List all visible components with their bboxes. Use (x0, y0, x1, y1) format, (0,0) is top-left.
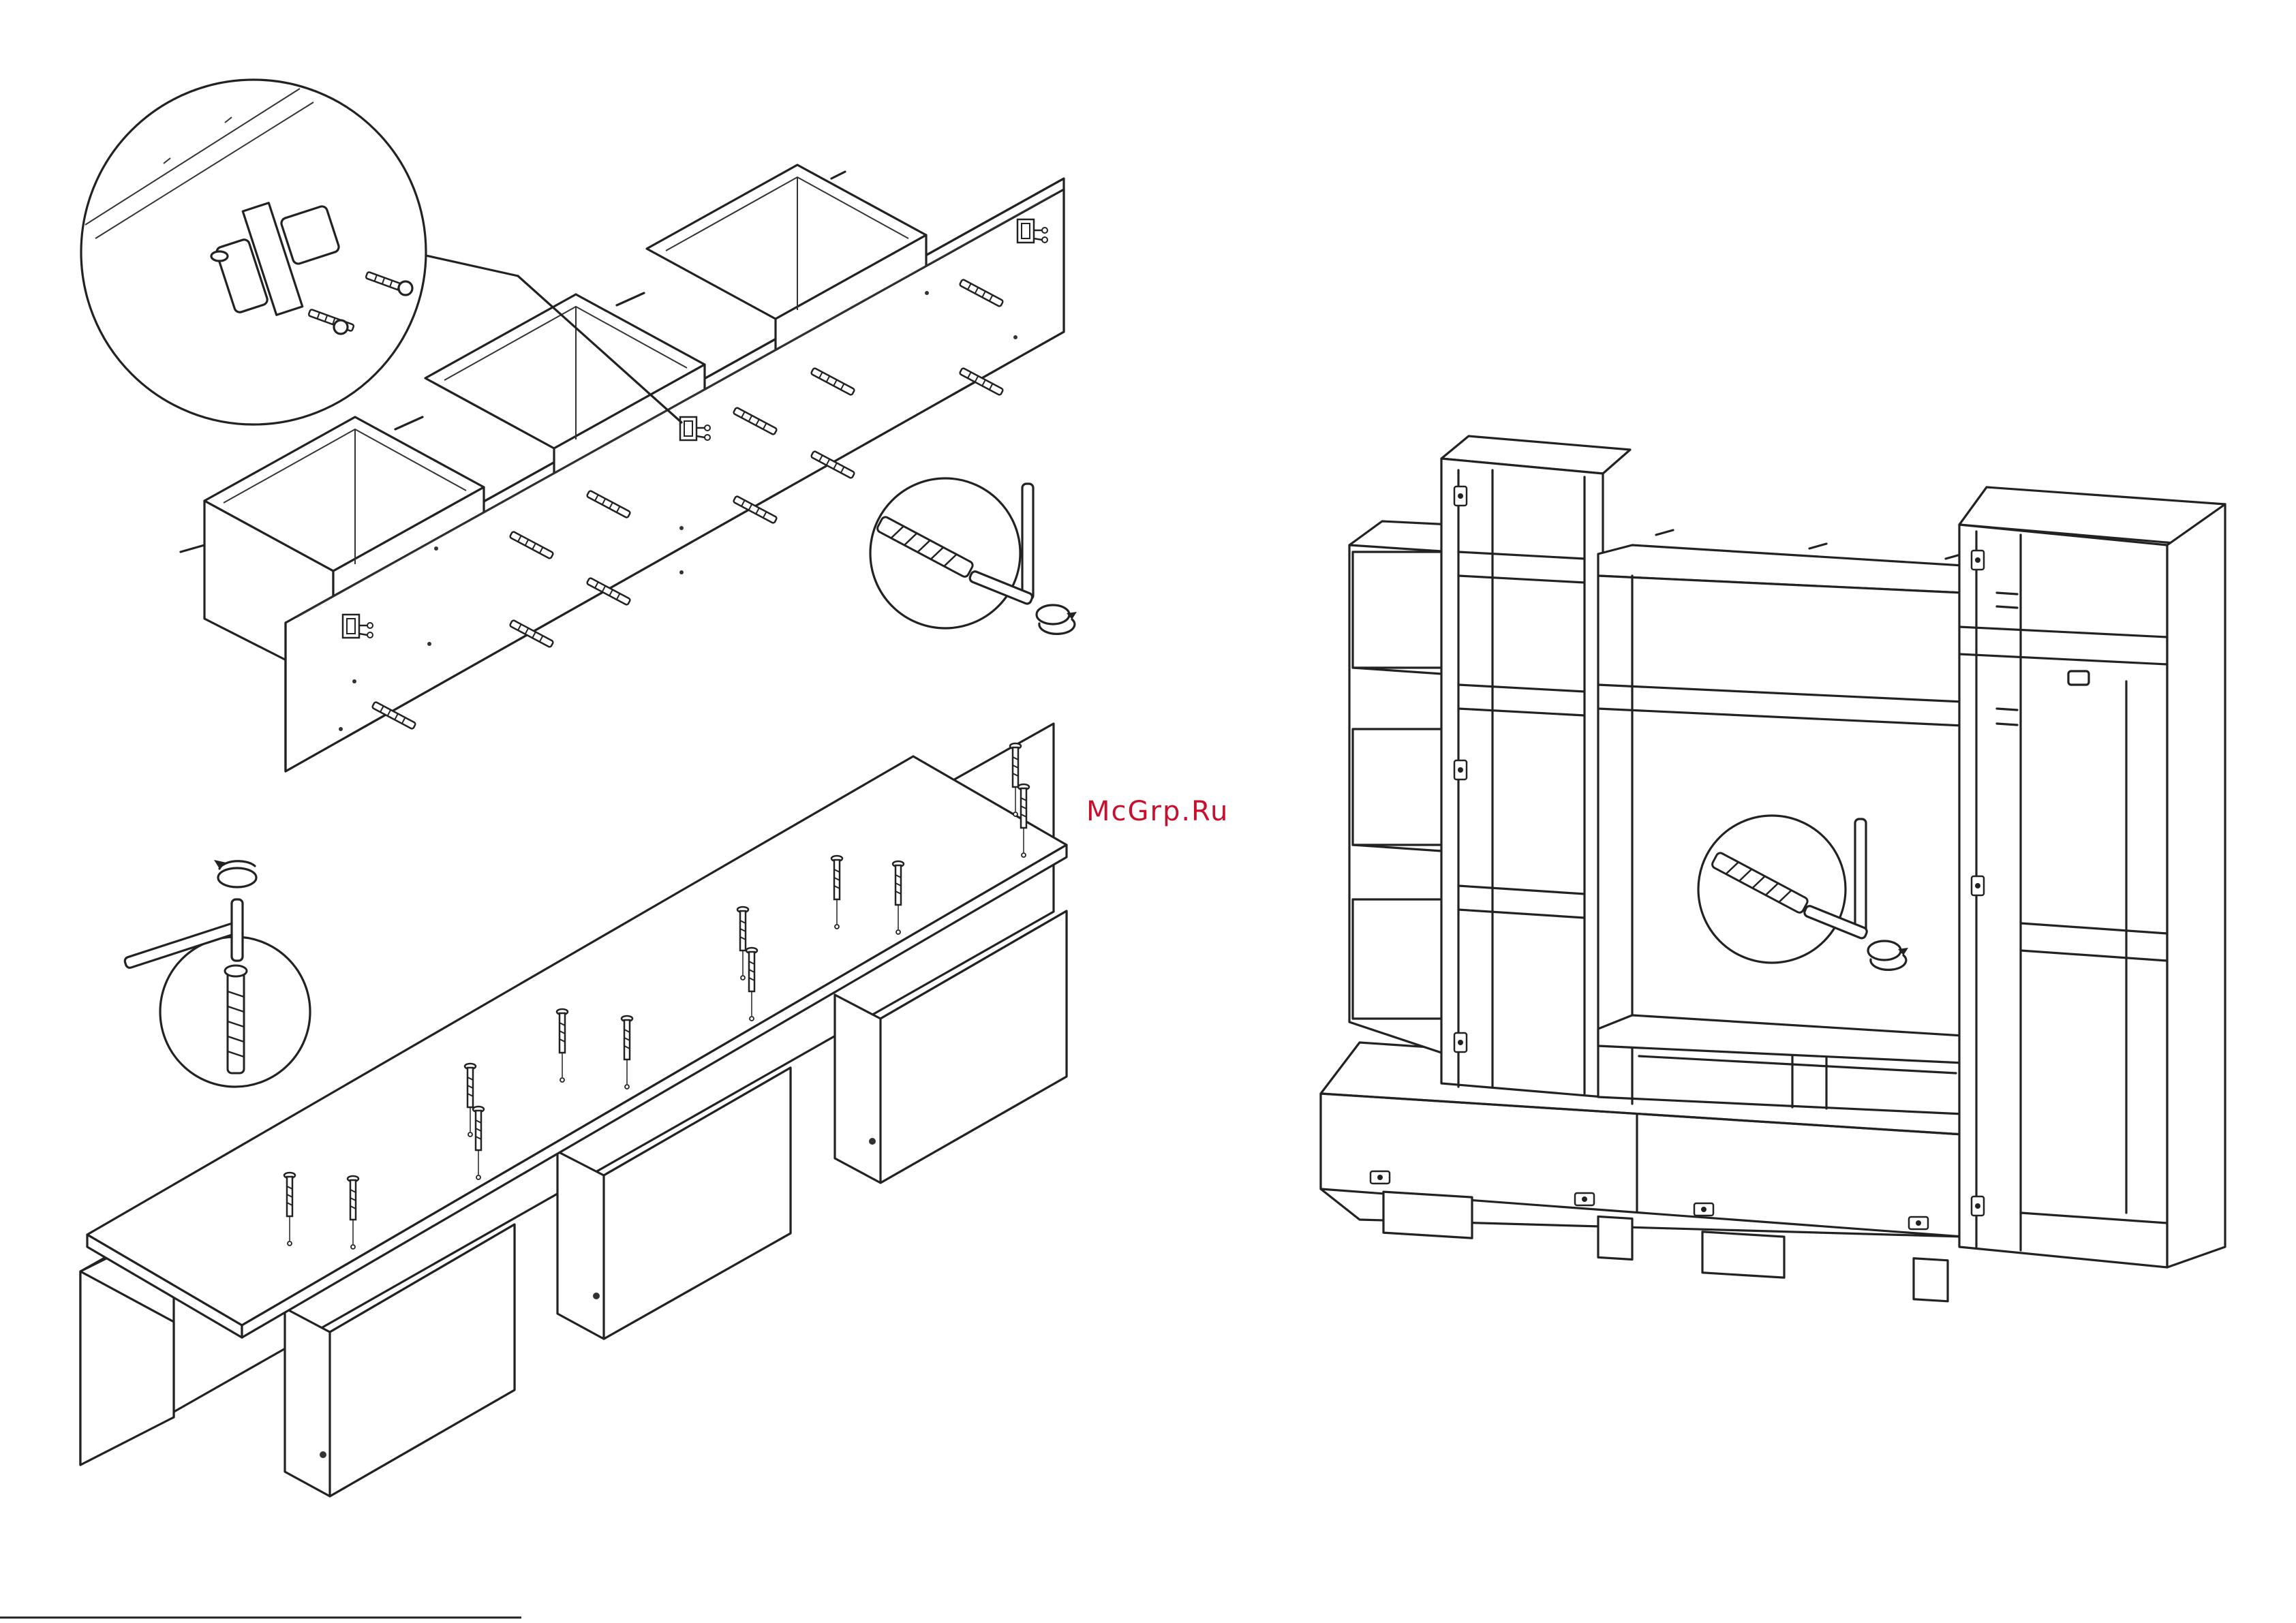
dowel-and-hex-key-icon (870, 478, 1077, 634)
right-wardrobe (1959, 487, 2225, 1267)
left-shelf-column (1349, 521, 1452, 1056)
lower-tv-stand-assembly (80, 724, 1067, 1496)
watermark: McGrp.Ru (1086, 796, 1229, 834)
upper-shelf-assembly (81, 80, 1077, 771)
assembled-wall-unit (1321, 436, 2225, 1301)
screw-and-hex-key-icon (124, 860, 310, 1087)
